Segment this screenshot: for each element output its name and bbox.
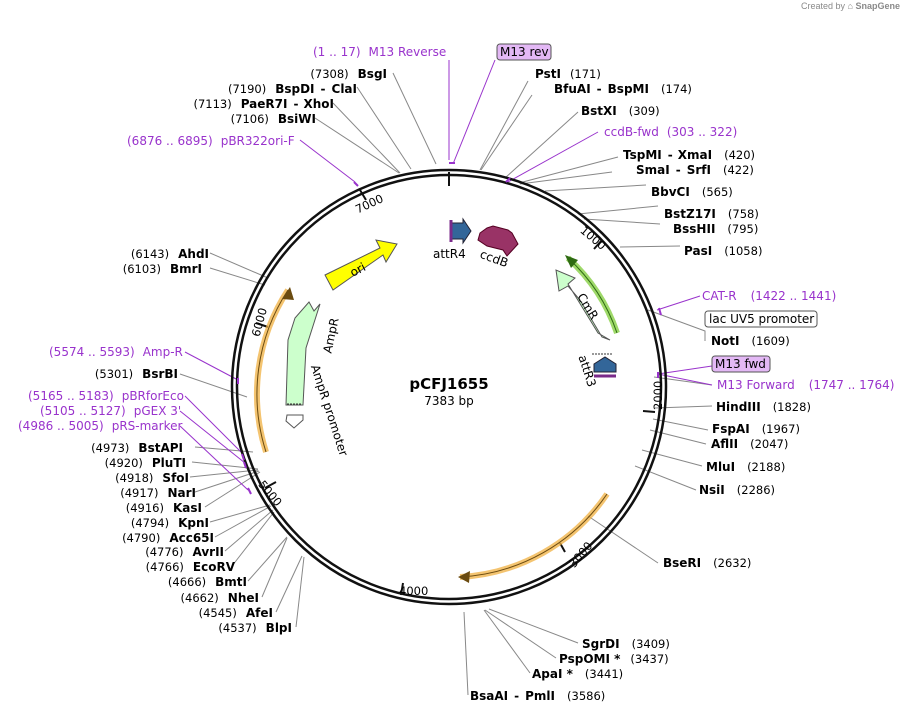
enzyme-label[interactable]: (4794)KpnI [131,516,209,530]
enzyme-label[interactable]: (4917)NarI [120,486,196,500]
credit-prefix: Created by [800,1,846,11]
ampr-label: AmpR [320,317,341,355]
enzyme-label[interactable]: MluI(2188) [706,460,785,474]
primer-label[interactable]: (1 .. 17)M13 Reverse [313,45,446,59]
primer-label[interactable]: M13 Forward(1747 .. 1764) [717,378,894,392]
orange-feature-arc-1 [459,492,610,580]
enzyme-label[interactable]: (4918)SfoI [115,471,189,485]
orange-feature-arc-2-outline [256,289,289,453]
enzyme-label[interactable]: (5301)BsrBI [95,367,178,381]
enzyme-label[interactable]: BseRI(2632) [663,556,751,570]
backbone-inner-strand [230,168,668,606]
tick-label: 2000 [651,381,665,410]
primer-label[interactable]: CAT-R(1422 .. 1441) [702,289,836,303]
enzyme-label[interactable]: (4973)BstAPI [91,441,183,455]
primer-leader-lines [179,59,713,491]
m13-fwd-box[interactable] [711,355,771,373]
m13-fwd-label: M13 fwd [715,357,766,371]
attr3-feature [593,356,617,373]
enzyme-label[interactable]: (4920)PluTI [105,456,186,470]
enzyme-label[interactable]: HindIII(1828) [716,400,811,414]
enzyme-label[interactable]: (6103)BmrI [123,262,202,276]
primer-marks [237,162,662,495]
primer-label[interactable]: (4986 .. 5005)pRS-marker [18,419,182,433]
enzyme-label[interactable]: (4545)AfeI [199,606,273,620]
primer-label[interactable]: (6876 .. 6895)pBR322ori-F [127,134,295,148]
tick-label: 1000 [577,223,608,253]
enzyme-label[interactable]: TspMI-XmaI(420) [623,148,755,162]
attr3-label: attR3 [575,353,598,388]
ori-label: ori [348,260,368,280]
enzyme-label[interactable]: (7190)BspDI-ClaI [228,82,357,96]
enzyme-leader-lines-left [179,72,437,628]
enzyme-label[interactable]: BstXI(309) [581,104,660,118]
lac-uv5-promoter-box[interactable] [704,310,818,328]
ori-feature-arrow [324,239,398,291]
enzyme-label[interactable]: (4776)AvrII [145,545,224,559]
enzyme-label[interactable]: (7106)BsiWI [231,112,316,126]
ampr-promoter-label: AmpR promoter [308,363,351,458]
enzyme-label[interactable]: NotI(1609) [711,334,790,348]
enzyme-label[interactable]: BbvCI(565) [651,185,733,199]
enzyme-labels-left: (7308)BsgI (7190)BspDI-ClaI (7113)PaeR7I… [91,67,387,635]
enzyme-label[interactable]: (4790)Acc65I [122,531,214,545]
primer-label[interactable]: ccdB-fwd(303 .. 322) [604,125,737,139]
enzyme-label[interactable]: BstZ17I(758) [664,207,759,221]
enzyme-label[interactable]: (4662)NheI [181,591,259,605]
ampr-feature-arrow [285,301,321,406]
ampr-promoter-arrow [285,414,304,429]
enzyme-label[interactable]: FspAI(1967) [712,422,800,436]
enzyme-label[interactable]: BssHII(795) [673,222,758,236]
primer-label[interactable]: (5574 .. 5593)Amp-R [49,345,183,359]
position-ticks [255,172,656,596]
credit-brand: SnapGene [855,1,900,11]
enzyme-label[interactable]: (4537)BlpI [218,621,292,635]
attr4-label: attR4 [433,247,466,261]
enzyme-label[interactable]: SmaI-SrfI(422) [636,163,754,177]
enzyme-label[interactable]: PstI(171) [535,67,601,81]
enzyme-label[interactable]: NsiI(2286) [699,483,775,497]
plasmid-name: pCFJ1655 [409,375,488,393]
enzyme-label[interactable]: PasI(1058) [684,244,762,258]
enzyme-label[interactable]: (4766)EcoRV [146,560,236,574]
enzyme-label[interactable]: BfuAI-BspMI(174) [554,82,692,96]
enzyme-label[interactable]: (4916)KasI [126,501,202,515]
orange-feature-arc-1-outline [459,493,608,578]
orange-arc-2-arrowhead [282,287,294,300]
tick-label: 4000 [399,584,428,598]
m13-rev-box[interactable] [496,43,552,61]
attr4-feature [451,217,472,245]
primer-label[interactable]: (5165 .. 5183)pBRforEco [28,389,184,403]
orange-arc-1-arrowhead [458,571,470,583]
m13-rev-label: M13 rev [500,45,549,59]
plasmid-size: 7383 bp [424,394,474,408]
enzyme-label[interactable]: (7308)BsgI [310,67,387,81]
cmr-feature-arrow [555,269,611,341]
enzyme-label[interactable]: (6143)AhdI [131,247,209,261]
enzyme-label[interactable]: ApaI *(3441) [532,667,623,681]
lac-uv5-promoter-label: lac UV5 promoter [709,312,814,326]
enzyme-label[interactable]: AflII(2047) [711,437,788,451]
enzyme-label[interactable]: (4666)BmtI [168,575,247,589]
enzyme-label[interactable]: SgrDI(3409) [582,637,670,651]
snapgene-credit: Created by ⌂ SnapGene [801,1,900,11]
enzyme-label[interactable]: PspOMI *(3437) [559,652,669,666]
cmr-arc-arrowhead [565,255,578,268]
enzyme-label[interactable]: BsaAI-PmlI(3586) [470,689,605,703]
ccdb-feature-arrow [477,225,519,257]
enzyme-labels-right: PstI(171) BfuAI-BspMI(174) BstXI(309) Ts… [470,67,811,703]
snapgene-logo-icon: ⌂ [847,1,853,11]
primer-labels: (1 .. 17)M13 Reverse (6876 .. 6895)pBR32… [18,45,894,433]
primer-label[interactable]: (5105 .. 5127)pGEX 3' [40,404,181,418]
enzyme-label[interactable]: (7113)PaeR7I-XhoI [193,97,334,111]
